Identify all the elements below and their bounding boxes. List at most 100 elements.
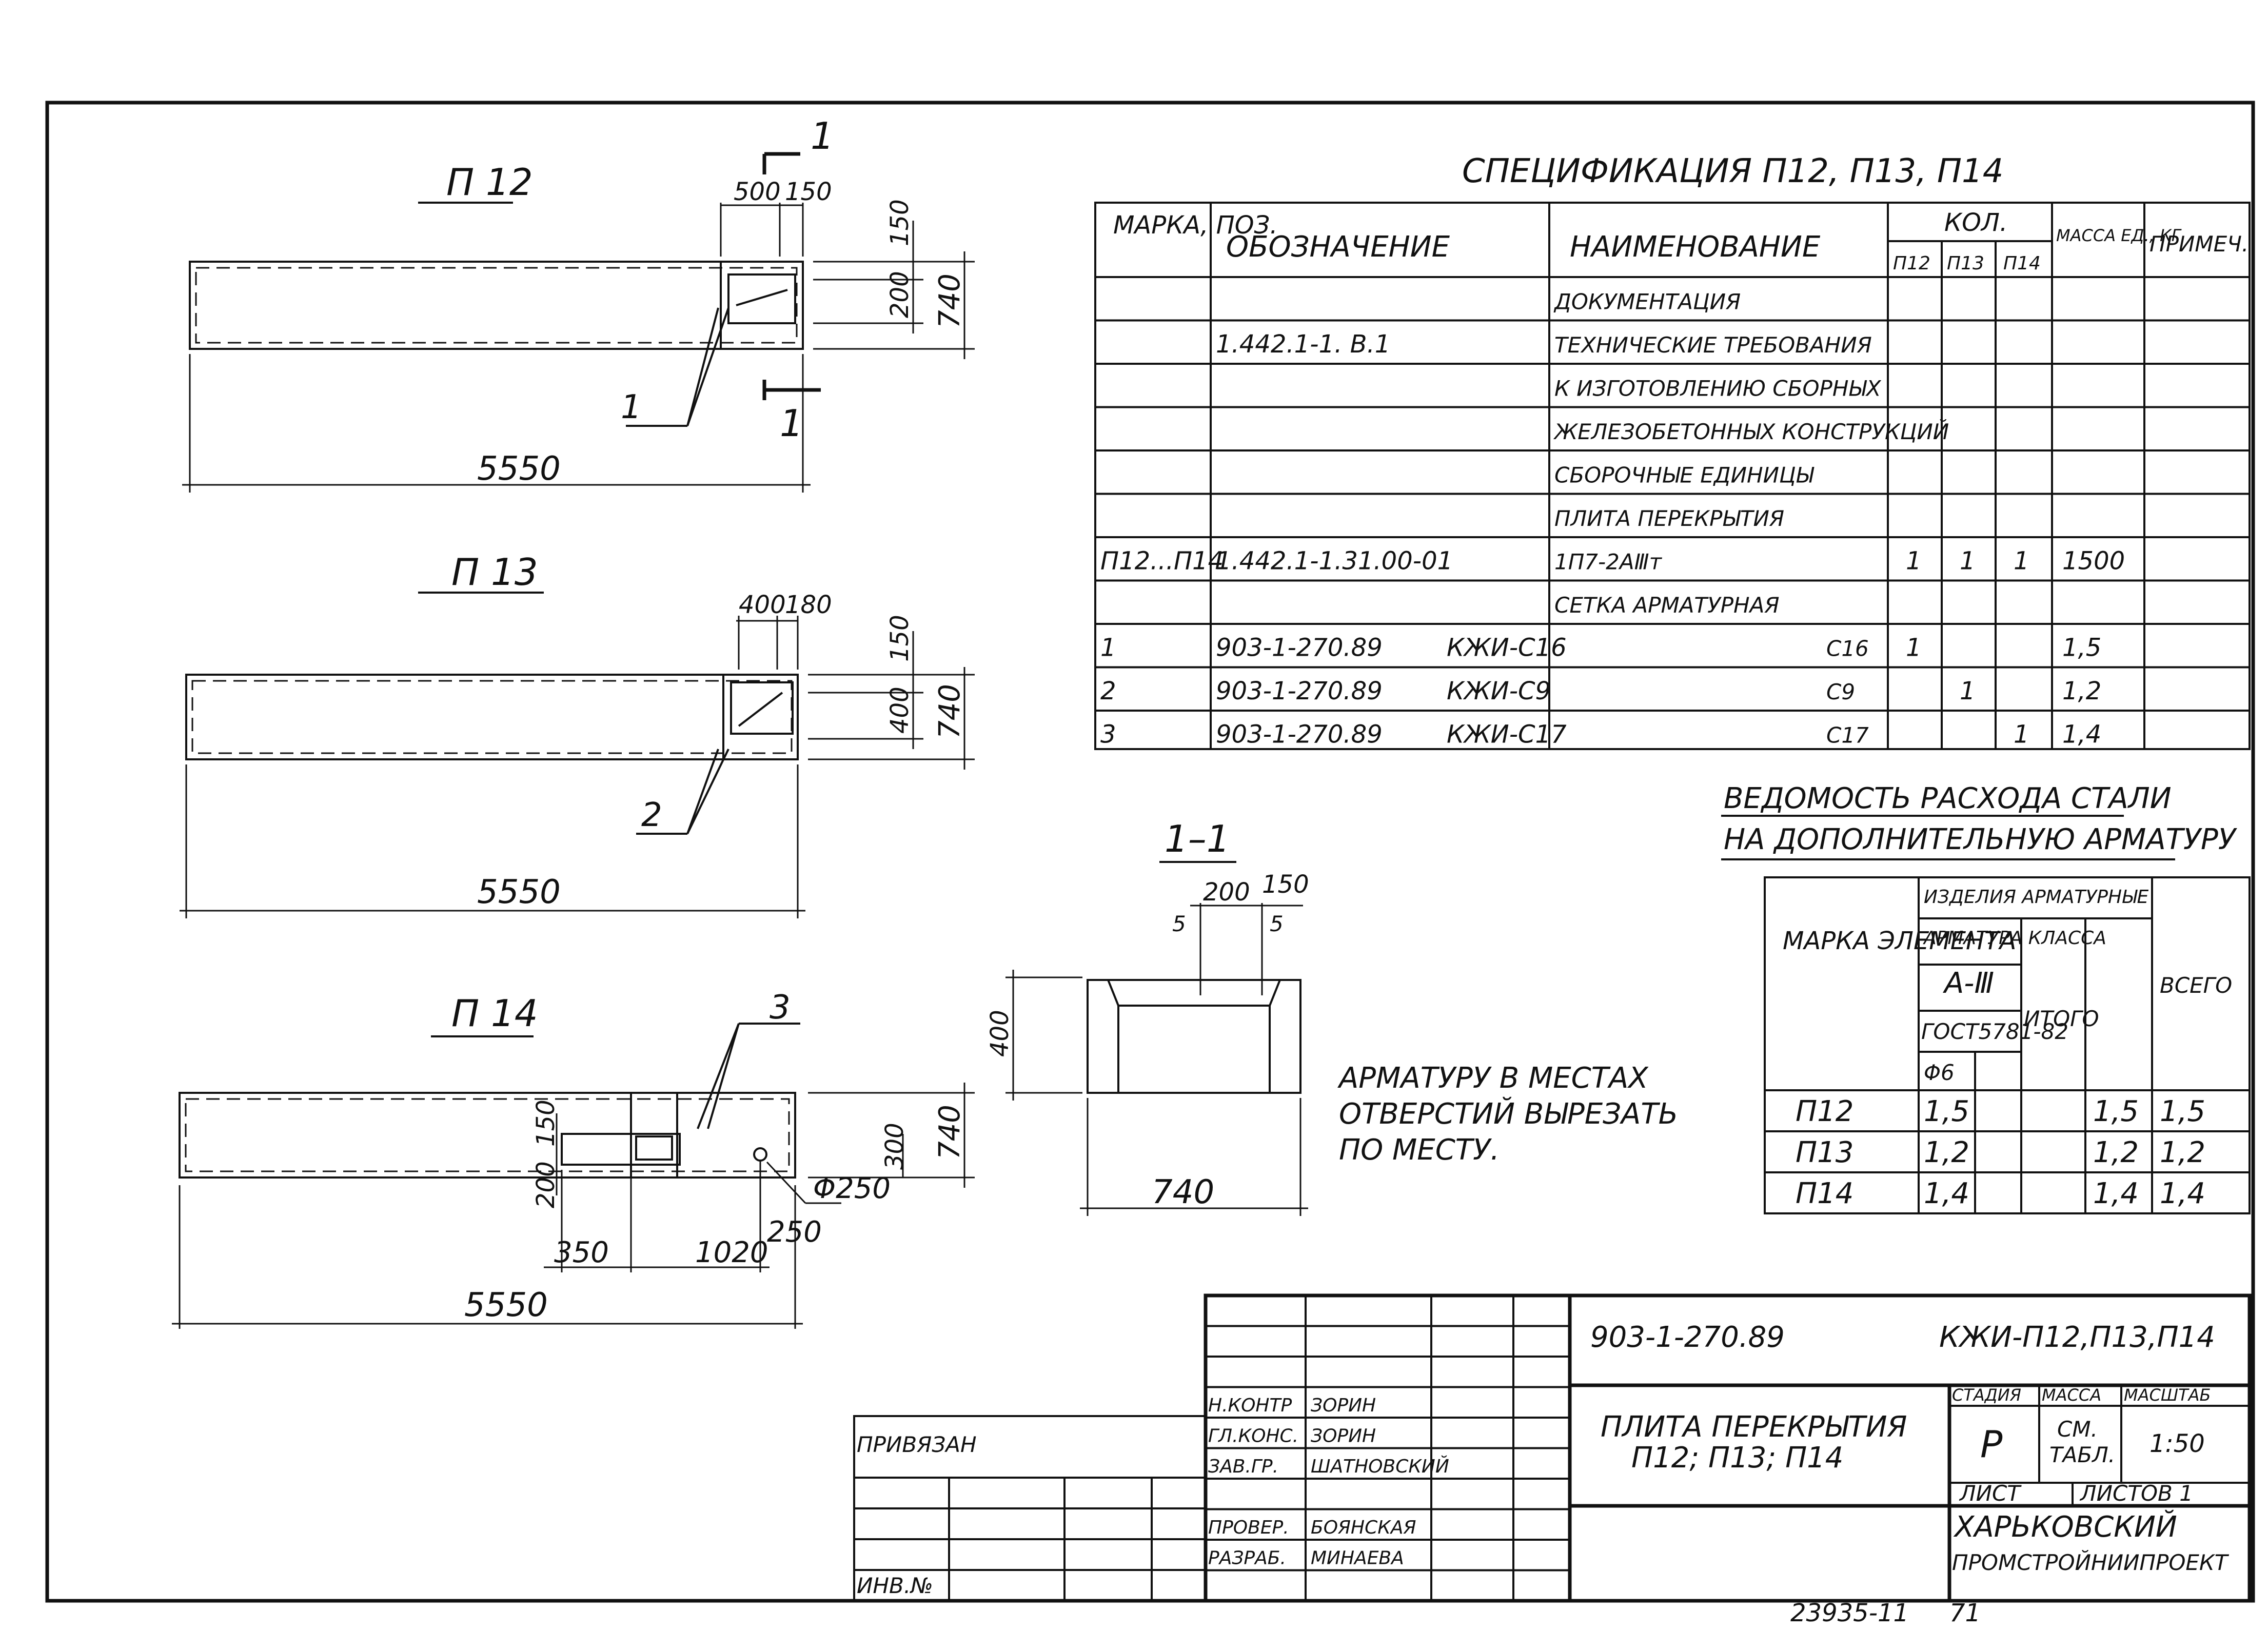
p13-dim-h1: 150 [885,615,914,662]
spec-cell-name: 1П7-2АⅢт [1554,549,1663,575]
spec-cell-designation: 1.442.1-1. В.1 [1216,330,1390,359]
section-1-1: 1–1 200 150 5 5 400 740 [985,817,1309,1216]
p13-diag [738,692,783,727]
p14-leader [697,1023,740,1129]
spec-cell-name: ДОКУМЕНТАЦИЯ [1553,289,1741,315]
p13-dim-length: 5550 [477,873,561,911]
stamp-scale-h: МАСШТАБ [2124,1385,2211,1405]
steel-cell-sum: 1,2 [2093,1136,2139,1169]
steel-h-class: АРМАТУРА КЛАССА [1923,928,2106,949]
stamp-sheets: ЛИСТОВ 1 [2079,1481,2193,1506]
steel-title-1: ВЕДОМОСТЬ РАСХОДА СТАЛИ [1724,782,2172,815]
stamp-role: ЗАВ.ГР. [1208,1456,1278,1477]
steel-cell-d6: 1,2 [1924,1136,1969,1169]
section-dim-5b: 5 [1270,911,1284,936]
spec-h-q12: П12 [1893,253,1930,274]
p12-dim-h2: 200 [885,271,914,318]
spec-cell-name: СБОРОЧНЫЕ ЕДИНИЦЫ [1554,463,1815,488]
p12-leader [686,307,719,426]
note-line-1: АРМАТУРУ В МЕСТАХ [1337,1062,1649,1095]
spec-cell-q12: 1 [1906,547,1922,576]
stamp-role-name: БОЯНСКАЯ [1311,1517,1416,1538]
p14-slab-outline [179,1092,796,1179]
spec-cell-name: ЖЕЛЕЗОБЕТОННЫХ КОНСТРУКЦИЙ [1553,419,1949,444]
p14-dim-1020: 1020 [695,1236,768,1269]
stamp-role: РАЗРАБ. [1208,1548,1286,1569]
spec-table-frame [1094,202,2251,750]
stamp-sheet-code: КЖИ-П12,П13,П14 [1939,1321,2215,1354]
spec-cell-mark: П12...П14 [1100,547,1224,576]
stamp-sheet: ЛИСТ [1959,1481,2022,1506]
steel-h-gost: ГОСТ5781-82 [1921,1019,2068,1044]
p12-slab-outline [189,261,804,350]
steel-table-frame [1764,876,2251,1214]
spec-h-qty: КОЛ. [1944,208,2007,237]
p12-dim-b: 150 [785,178,832,206]
p14-dim-250: 250 [767,1215,822,1249]
p14-hole-leader [766,1161,806,1204]
section-title: 1–1 [1165,817,1230,860]
p14-callout: 3 [770,989,791,1027]
p13-slab-outline [185,674,799,760]
footer-page: 71 [1949,1599,1981,1627]
section-dim-400: 400 [985,1010,1014,1057]
spec-cell-designation: 903-1-270.89 [1216,720,1383,749]
spec-cell-mass: 1,2 [2062,677,2101,705]
p13-dim-b: 180 [785,591,832,619]
steel-title-2: НА ДОПОЛНИТЕЛЬНУЮ АРМАТУРУ [1724,823,2238,856]
title-block: ПРИВЯЗАН ИНВ.№ 903-1-270.89 КЖИ-П12,П13,… [853,1293,2252,1603]
steel-h-mark: МАРКА ЭЛЕМЕНТА [1783,927,2016,955]
p13-callout: 2 [641,796,662,834]
stamp-role-name: МИНАЕВА [1311,1548,1404,1569]
stamp-mass-h: МАССА [2042,1385,2101,1405]
p13-mesh-outline [191,680,793,754]
section-ribs [1107,979,1281,1093]
section-dim-740: 740 [1152,1173,1214,1211]
steel-cell-sum: 1,4 [2093,1177,2139,1210]
p14-dim-h3: 300 [880,1123,909,1170]
stamp-title-2: П12; П13; П14 [1631,1441,1843,1475]
stamp-role-name: ЗОРИН [1311,1426,1376,1447]
spec-cell-designation-2: КЖИ-С17 [1447,720,1567,749]
plan-p13: П 13 400 180 150 400 740 2 5550 [180,551,975,918]
stamp-mass-1: СМ. [2057,1417,2098,1442]
p13-mesh-detail [730,681,794,735]
p14-mesh-detail [635,1135,673,1161]
stamp-row-lines [1206,1325,1570,1572]
steel-cell-sum: 1,5 [2093,1095,2139,1128]
stamp-org-2: ПРОМСТРОЙНИИПРОЕКТ [1952,1549,2230,1575]
stamp-role: Н.КОНТР [1208,1395,1292,1416]
stamp-role-name: ШАТНОВСКИЙ [1311,1456,1449,1477]
spec-cell-name: ТЕХНИЧЕСКИЕ ТРЕБОВАНИЯ [1554,332,1872,358]
spec-cell-mark: 3 [1100,720,1116,749]
spec-h-mass: МАССА ЕД., КГ [2056,226,2182,245]
p12-section-label2: 1 [780,402,803,445]
steel-cell-mark: П14 [1796,1177,1853,1210]
spec-cell-q14: 1 [2014,547,2029,576]
section-dim-5a: 5 [1172,911,1186,936]
p14-dim-h1: 150 [531,1100,560,1147]
spec-cell-name: К ИЗГОТОВЛЕНИЮ СБОРНЫХ [1554,376,1882,401]
p13-dim-w: 740 [933,684,967,739]
spec-h-designation: ОБОЗНАЧЕНИЕ [1226,230,1450,264]
spec-h-q13: П13 [1947,253,1984,274]
p13-leader [686,749,729,834]
steel-cell-mark: П12 [1796,1095,1853,1128]
steel-h-dia: Φ6 [1924,1060,1955,1085]
spec-cell-q13: 1 [1960,677,1976,705]
spec-cell-designation-2: КЖИ-С9 [1447,677,1551,705]
p14-opening [561,1133,681,1166]
steel-cell-total: 1,2 [2160,1136,2205,1169]
p14-title: П 14 [451,992,538,1035]
stamp-scale: 1:50 [2149,1429,2205,1458]
steel-table: ВЕДОМОСТЬ РАСХОДА СТАЛИ НА ДОПОЛНИТЕЛЬНУ… [1721,782,2251,1214]
footer-number: 23935-11 [1790,1599,1909,1627]
p12-mesh-outline [195,267,798,344]
steel-cell-total: 1,5 [2160,1095,2205,1128]
linked-label: ПРИВЯЗАН [857,1432,977,1457]
p14-dim-length: 5550 [464,1286,548,1324]
plan-p12: П 12 500 150 150 200 740 1 1 1 [182,114,975,493]
p12-dim-a: 500 [734,178,781,206]
